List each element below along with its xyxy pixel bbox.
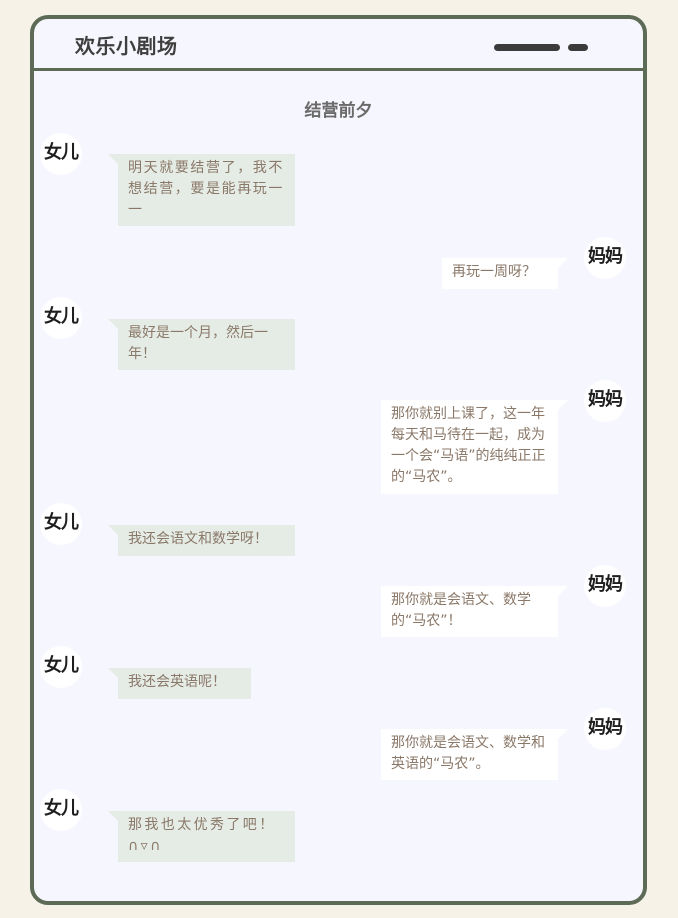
message-text: 那我也太优秀了吧！∩▿∩	[128, 817, 276, 854]
message-text: 明天就要结营了，我不想结营，要是能再玩一一	[128, 160, 284, 218]
message-bubble: 明天就要结营了，我不想结营，要是能再玩一一	[108, 154, 295, 226]
avatar-daughter[interactable]: 女儿	[40, 503, 82, 545]
message-bubble: 我还会英语呢！	[108, 668, 251, 699]
avatar-mom[interactable]: 妈妈	[584, 708, 626, 750]
message-bubble: 那你就是会语文、数学和英语的“马农”。	[381, 729, 568, 780]
chat-title: 结营前夕	[304, 101, 373, 121]
message-bubble: 那你就是会语文、数学的“马农”！	[381, 586, 568, 637]
avatar-daughter[interactable]: 女儿	[40, 133, 82, 175]
message-bubble: 那你就别上课了，这一年每天和马待在一起，成为一个会“马语”的纯纯正正的“马农”。	[381, 400, 568, 494]
message-text: 我还会英语呢！	[128, 674, 226, 690]
message-bubble: 再玩一周呀？	[442, 258, 568, 289]
message-bubble: 最好是一个月，然后一年！	[108, 319, 295, 370]
avatar-mom[interactable]: 妈妈	[584, 565, 626, 607]
avatar-daughter[interactable]: 女儿	[40, 646, 82, 688]
message-text: 再玩一周呀？	[452, 264, 536, 280]
message-text: 我还会语文和数学呀！	[128, 531, 268, 547]
phone-frame: 欢乐小剧场 结营前夕 女儿 明天就要结营了，我不想结营，要是能再玩一一 妈妈 再…	[30, 15, 647, 905]
message-text: 那你就是会语文、数学和英语的“马农”。	[391, 735, 545, 772]
message-bubble: 我还会语文和数学呀！	[108, 525, 295, 556]
message-bubble: 那我也太优秀了吧！∩▿∩	[108, 811, 295, 862]
avatar-daughter[interactable]: 女儿	[40, 789, 82, 831]
message-text: 最好是一个月，然后一年！	[128, 325, 268, 362]
message-text: 那你就是会语文、数学的“马农”！	[391, 592, 531, 629]
app-title: 欢乐小剧场	[75, 34, 178, 58]
message-text: 那你就别上课了，这一年每天和马待在一起，成为一个会“马语”的纯纯正正的“马农”。	[391, 406, 546, 485]
app-header: 欢乐小剧场	[34, 19, 643, 71]
avatar-daughter[interactable]: 女儿	[40, 297, 82, 339]
avatar-mom[interactable]: 妈妈	[584, 380, 626, 422]
status-bar-long	[494, 44, 560, 51]
status-bar-short	[568, 44, 588, 51]
avatar-mom[interactable]: 妈妈	[584, 237, 626, 279]
